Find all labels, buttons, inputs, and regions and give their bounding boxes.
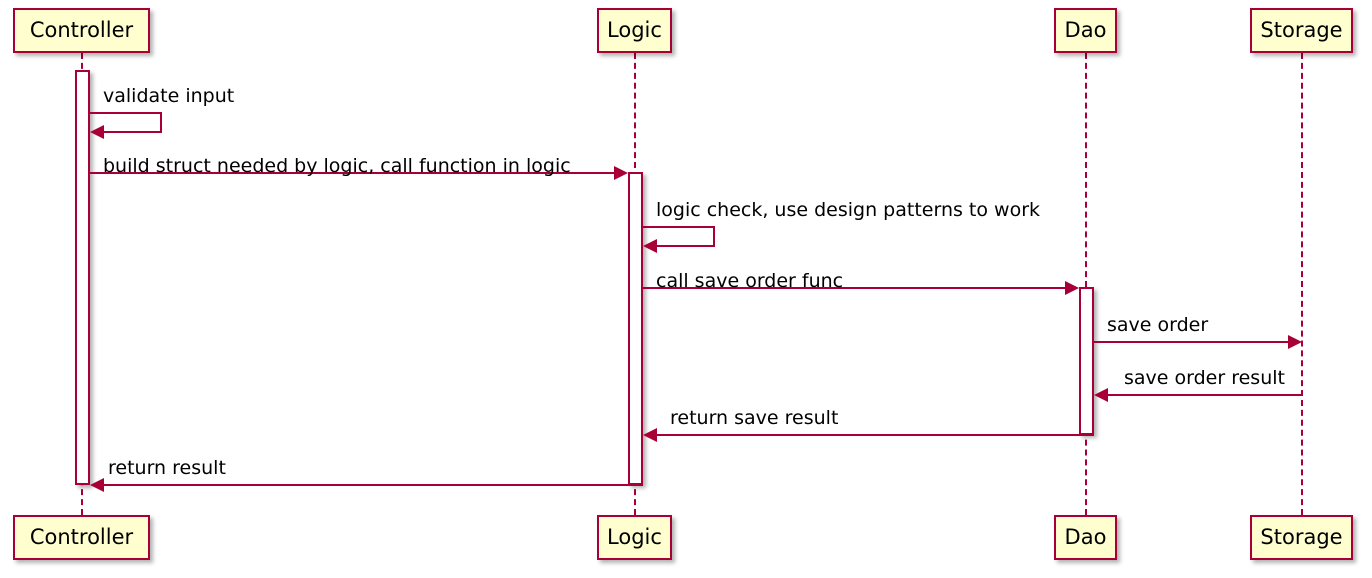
activation-controller bbox=[75, 70, 90, 485]
lifeline-storage bbox=[1301, 53, 1303, 515]
participant-label: Dao bbox=[1064, 18, 1107, 42]
message-return-result-label: return result bbox=[108, 457, 226, 479]
message-save-order-line bbox=[1094, 341, 1288, 343]
lifeline-dao bbox=[1085, 53, 1087, 515]
activation-logic bbox=[628, 172, 643, 485]
message-build-struct-label: build struct needed by logic, call funct… bbox=[103, 155, 571, 177]
message-save-order-result-arrowhead bbox=[1094, 388, 1108, 402]
participant-label: Storage bbox=[1260, 525, 1343, 549]
participant-label: Dao bbox=[1064, 525, 1107, 549]
message-return-save-result-line bbox=[657, 434, 1094, 436]
message-return-save-result-arrowhead bbox=[643, 428, 657, 442]
message-save-order-arrowhead bbox=[1288, 335, 1302, 349]
participant-label: Controller bbox=[29, 525, 134, 549]
message-validate-input-label: validate input bbox=[103, 85, 235, 107]
message-validate-input-line-side bbox=[160, 112, 162, 131]
message-return-result-line bbox=[104, 484, 643, 486]
participant-label: Logic bbox=[607, 525, 662, 549]
participant-dao-top[interactable]: Dao bbox=[1054, 8, 1117, 53]
participant-label: Controller bbox=[29, 18, 134, 42]
message-call-save-order-func-arrowhead bbox=[1065, 281, 1079, 295]
participant-dao-bottom[interactable]: Dao bbox=[1054, 515, 1117, 560]
message-save-order-result-line bbox=[1108, 394, 1302, 396]
message-validate-input-line-bottom bbox=[104, 131, 162, 133]
participant-label: Storage bbox=[1260, 18, 1343, 42]
message-return-save-result-label: return save result bbox=[670, 407, 839, 429]
message-logic-check-line-top bbox=[643, 226, 715, 228]
message-return-result-arrowhead bbox=[90, 478, 104, 492]
message-logic-check-line-side bbox=[713, 226, 715, 245]
participant-storage-bottom[interactable]: Storage bbox=[1250, 515, 1353, 560]
participant-controller-top[interactable]: Controller bbox=[13, 8, 150, 53]
message-logic-check-arrowhead bbox=[643, 239, 657, 253]
message-save-order-result-label: save order result bbox=[1124, 367, 1285, 389]
message-build-struct-line bbox=[90, 172, 614, 174]
message-save-order-label: save order bbox=[1107, 314, 1209, 336]
message-call-save-order-func-line bbox=[643, 287, 1065, 289]
message-logic-check-line-bottom bbox=[657, 245, 715, 247]
message-build-struct-arrowhead bbox=[614, 166, 628, 180]
participant-logic-top[interactable]: Logic bbox=[597, 8, 672, 53]
participant-logic-bottom[interactable]: Logic bbox=[597, 515, 672, 560]
message-validate-input-arrowhead bbox=[90, 125, 104, 139]
participant-controller-bottom[interactable]: Controller bbox=[13, 515, 150, 560]
activation-dao bbox=[1079, 287, 1094, 435]
message-call-save-order-func-label: call save order func bbox=[656, 270, 844, 292]
message-validate-input-line-top bbox=[90, 112, 162, 114]
participant-label: Logic bbox=[607, 18, 662, 42]
participant-storage-top[interactable]: Storage bbox=[1250, 8, 1353, 53]
message-logic-check-label: logic check, use design patterns to work bbox=[656, 199, 1041, 221]
